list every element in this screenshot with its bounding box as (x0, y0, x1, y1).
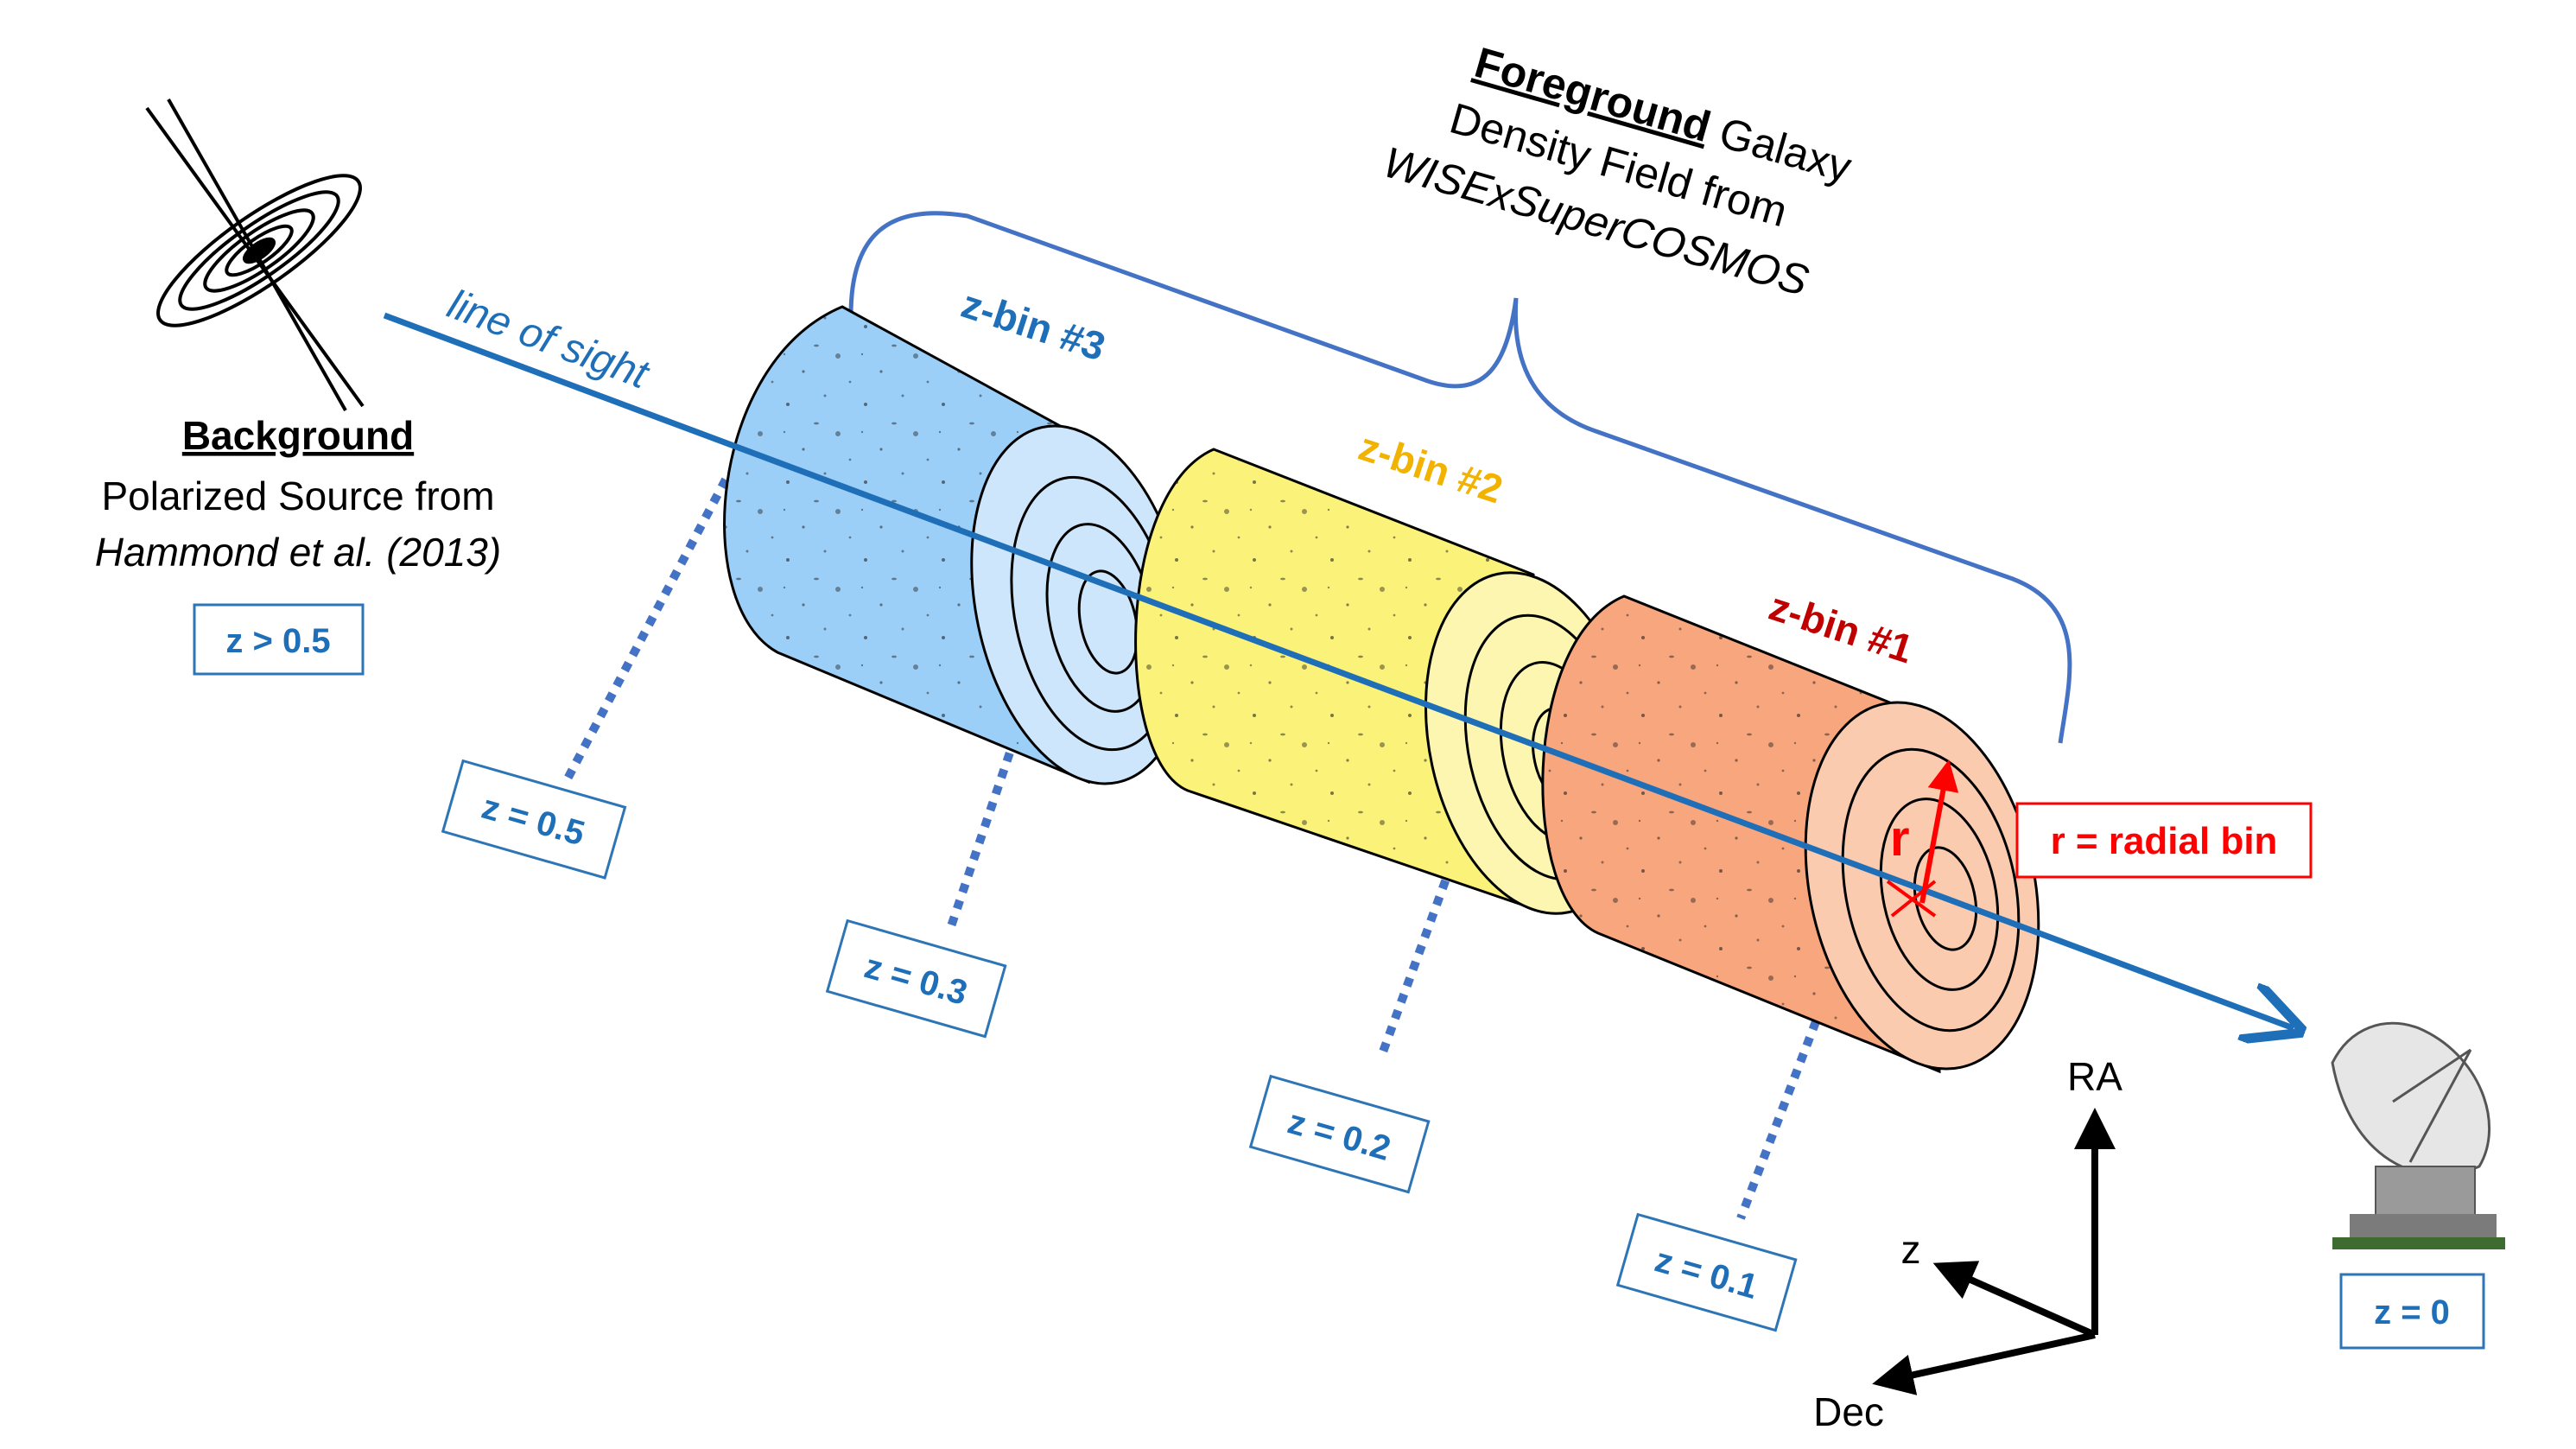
background-title: Background (182, 413, 414, 458)
foreground-brace (848, 211, 2072, 744)
background-z-badge: z > 0.5 (193, 603, 365, 676)
radio-telescope-icon (2331, 1021, 2505, 1249)
foreground-text: Foreground Galaxy Density Field from WIS… (1378, 38, 1856, 305)
zbin-3-label: z-bin #3 (956, 281, 1111, 369)
redshift-marker-01: z = 0.1 (1615, 1212, 1798, 1332)
background-text: Background Polarized Source from Hammond… (95, 413, 501, 575)
radial-symbol: r (1890, 810, 1910, 867)
coordinate-axes: RA z Dec (1813, 1054, 2122, 1434)
cylinder-zbin-1 (1541, 594, 2040, 1074)
zbin-2-label: z-bin #2 (1354, 423, 1508, 512)
background-line2: Hammond et al. (2013) (95, 530, 501, 575)
redshift-marker-02: z = 0.2 (1248, 1074, 1431, 1194)
axis-z-label: z (1901, 1227, 1921, 1272)
galaxy-jet-icon (145, 99, 365, 411)
radial-bin-indicator: r (1886, 759, 1959, 918)
radial-legend-text: r = radial bin (2051, 820, 2278, 862)
observer-z-label: z = 0 (2374, 1293, 2450, 1331)
radial-bin-legend: r = radial bin (2015, 802, 2313, 879)
background-z-label: z > 0.5 (225, 622, 330, 660)
redshift-marker-03: z = 0.3 (825, 918, 1007, 1039)
line-of-sight-label: line of sight (441, 282, 656, 398)
redshift-line-05 (562, 477, 730, 785)
background-line1: Polarized Source from (101, 473, 494, 518)
cylinder-zbin-3 (723, 305, 1190, 785)
axis-dec-label: Dec (1813, 1389, 1884, 1434)
axis-ra-label: RA (2067, 1054, 2122, 1099)
observer-z-badge: z = 0 (2339, 1273, 2485, 1350)
line-of-sight-arrow (383, 312, 2294, 1028)
zbin-1-label: z-bin #1 (1764, 583, 1919, 671)
redshift-marker-05: z = 0.5 (441, 759, 627, 880)
